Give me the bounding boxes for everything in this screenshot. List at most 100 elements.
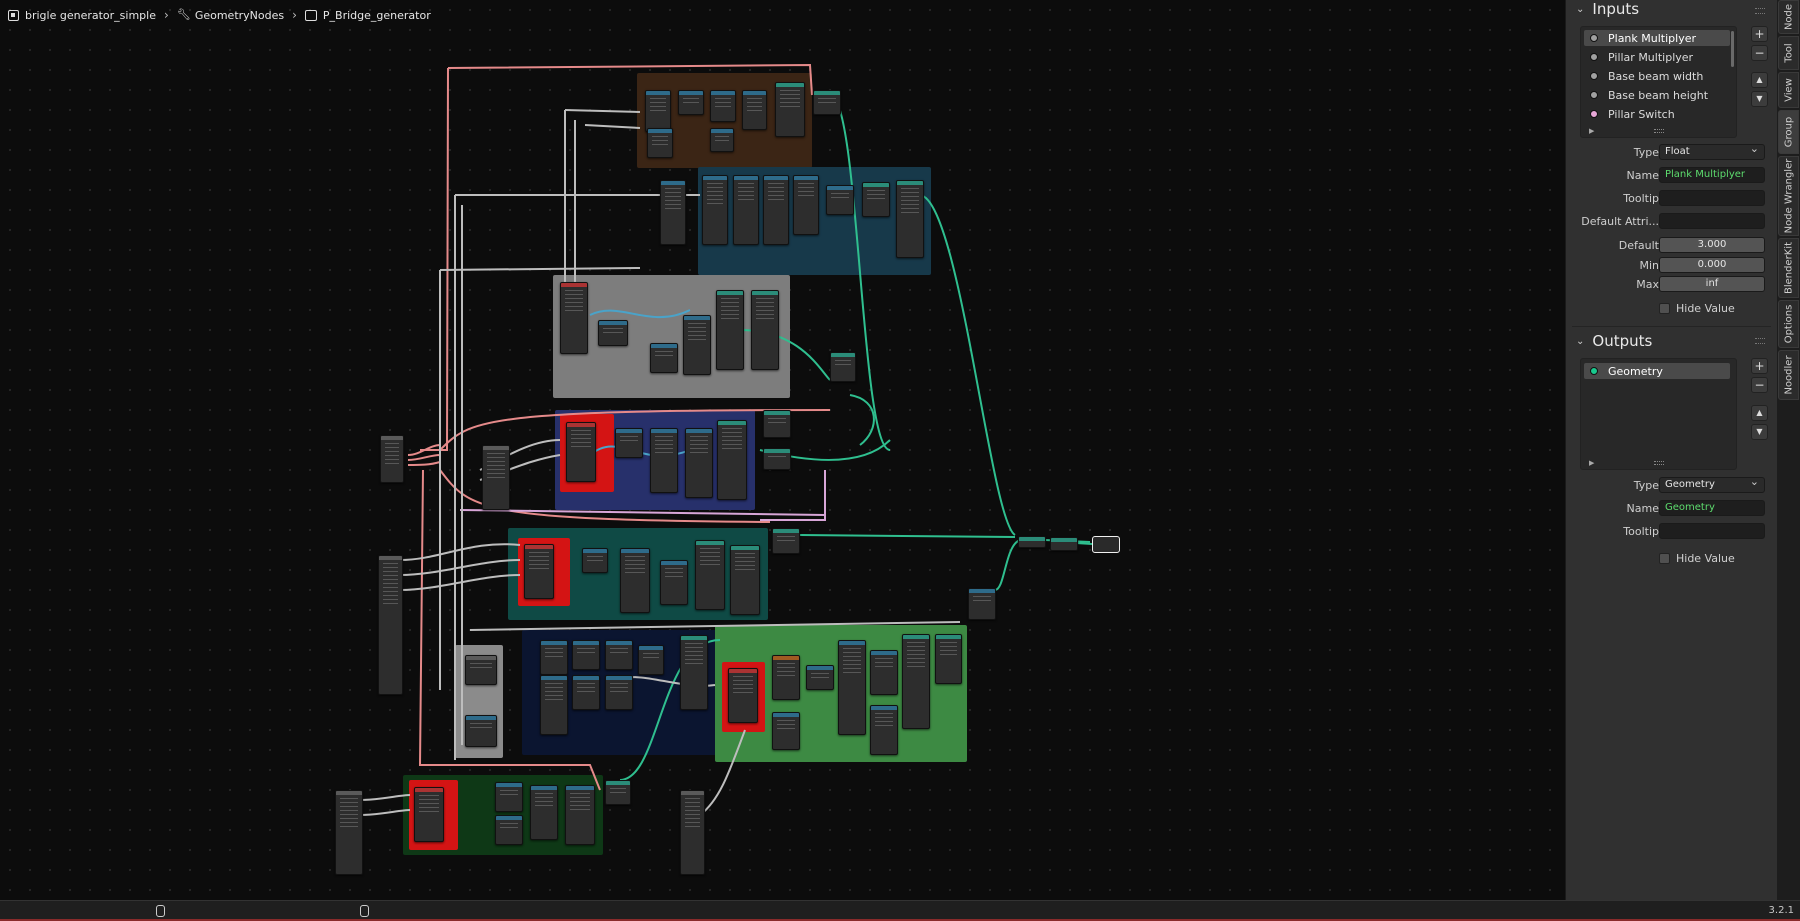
node-vp-6[interactable] [826, 185, 854, 215]
input-default-attr-field[interactable] [1659, 213, 1765, 229]
drag-grip-icon[interactable] [1755, 338, 1765, 344]
node-sp-4[interactable] [683, 315, 711, 375]
node-sp-1[interactable] [560, 282, 588, 354]
input-type-dropdown[interactable]: Float [1659, 142, 1765, 160]
node-vp-8[interactable] [896, 180, 924, 258]
node-pl-2[interactable] [495, 782, 523, 812]
node-sp-3[interactable] [650, 343, 678, 373]
node-ra-7[interactable] [763, 448, 791, 470]
node-editor-canvas[interactable]: brigle generator_simple › 🔧︎ GeometryNod… [0, 0, 1565, 900]
node-rp-1[interactable] [728, 668, 758, 723]
remove-output-button[interactable]: − [1751, 377, 1768, 393]
node-rp-5[interactable] [838, 640, 866, 735]
resize-grip-icon[interactable] [1653, 461, 1664, 465]
node-bp-1[interactable] [540, 640, 568, 675]
node-pl-5[interactable] [565, 785, 595, 845]
node-ra-3[interactable] [650, 428, 678, 493]
node-rp-3[interactable] [772, 712, 800, 750]
node-pl-out[interactable] [605, 780, 631, 805]
node-vp-3[interactable] [733, 175, 759, 245]
input-max-field[interactable]: inf [1659, 276, 1765, 292]
node-bb-6[interactable] [730, 545, 760, 615]
node-bb-4[interactable] [660, 560, 688, 605]
checkbox-box[interactable] [1659, 553, 1670, 564]
node-hb-4[interactable] [742, 90, 767, 130]
output-hide-value-checkbox[interactable]: Hide Value [1659, 552, 1735, 565]
group-output-node[interactable] [1092, 536, 1120, 553]
node-bp-5[interactable] [605, 640, 633, 670]
breadcrumb-modifier[interactable]: 🔧︎ GeometryNodes [177, 9, 284, 22]
node-hb-2[interactable] [678, 90, 704, 115]
output-item-0[interactable]: Geometry [1584, 363, 1730, 379]
node-bb-1[interactable] [524, 544, 554, 599]
node-ra-6[interactable] [763, 410, 791, 438]
inputs-list-scrollbar[interactable] [1731, 31, 1734, 67]
outputs-panel-header[interactable]: ⌄ Outputs [1576, 332, 1652, 350]
node-bb-2[interactable] [582, 548, 608, 573]
tab-options[interactable]: Options [1778, 300, 1799, 348]
input-item-2[interactable]: Base beam width [1584, 68, 1730, 84]
node-bp-4[interactable] [572, 675, 600, 710]
node-pl-3[interactable] [495, 815, 523, 845]
input-item-1[interactable]: Pillar Multiplyer [1584, 49, 1730, 65]
inputs-panel-header[interactable]: ⌄ Inputs [1576, 0, 1639, 18]
node-rp-out[interactable] [968, 588, 996, 620]
node-vp-4[interactable] [763, 175, 789, 245]
node-bb-5[interactable] [695, 540, 725, 610]
node-ra-2[interactable] [615, 428, 643, 458]
node-ra-5[interactable] [717, 420, 747, 500]
node-rl-2[interactable] [465, 715, 497, 747]
output-name-field[interactable]: Geometry [1659, 500, 1765, 516]
node-hb-1[interactable] [645, 90, 671, 132]
tab-blenderkit[interactable]: BlenderKit [1778, 238, 1799, 298]
group-input-node-3[interactable] [378, 555, 403, 695]
node-bp-6[interactable] [605, 675, 633, 710]
node-sp-out[interactable] [830, 352, 856, 382]
tab-node-wrangler[interactable]: Node Wrangler [1778, 156, 1799, 236]
resize-grip-icon[interactable] [1653, 129, 1664, 133]
node-ra-1[interactable] [566, 422, 596, 482]
output-type-dropdown[interactable]: Geometry [1659, 475, 1765, 493]
node-ra-4[interactable] [685, 428, 713, 498]
move-output-up-button[interactable]: ▲ [1751, 405, 1768, 421]
tab-node[interactable]: Node [1778, 0, 1799, 34]
input-item-0[interactable]: Plank Multiplyer [1584, 30, 1730, 46]
node-sp-6[interactable] [751, 290, 779, 370]
move-output-down-button[interactable]: ▼ [1751, 424, 1768, 440]
node-rp-8[interactable] [902, 634, 930, 729]
node-rp-7[interactable] [870, 705, 898, 755]
move-input-down-button[interactable]: ▼ [1751, 91, 1768, 107]
tab-tool[interactable]: Tool [1778, 36, 1799, 70]
remove-input-button[interactable]: − [1751, 45, 1768, 61]
node-sp-5[interactable] [716, 290, 744, 370]
output-tooltip-field[interactable] [1659, 523, 1765, 539]
input-min-field[interactable]: 0.000 [1659, 257, 1765, 273]
node-vp-7[interactable] [862, 182, 890, 217]
node-vp-1[interactable] [660, 180, 686, 245]
node-rp-4[interactable] [806, 665, 834, 690]
node-bp-8[interactable] [680, 635, 708, 710]
node-pl-1[interactable] [414, 787, 444, 842]
outputs-list[interactable]: Geometry ▶ [1580, 358, 1737, 470]
node-vp-5[interactable] [793, 175, 819, 235]
group-input-node-2[interactable] [482, 445, 510, 510]
node-rp-2[interactable] [772, 655, 800, 700]
input-item-3[interactable]: Base beam height [1584, 87, 1730, 103]
node-bp-3[interactable] [572, 640, 600, 670]
node-hb-3[interactable] [710, 90, 736, 122]
input-item-4[interactable]: Pillar Switch [1584, 106, 1730, 122]
checkbox-box[interactable] [1659, 303, 1670, 314]
node-hb-5[interactable] [775, 82, 805, 137]
input-hide-value-checkbox[interactable]: Hide Value [1659, 302, 1735, 315]
group-input-node-1[interactable] [380, 435, 404, 483]
node-bb-3[interactable] [620, 548, 650, 613]
node-bp-7[interactable] [638, 645, 664, 675]
frame-supports[interactable] [553, 275, 790, 398]
node-pl-4[interactable] [530, 785, 558, 840]
input-default-field[interactable]: 3.000 [1659, 237, 1765, 253]
node-rp-6[interactable] [870, 650, 898, 695]
move-input-up-button[interactable]: ▲ [1751, 72, 1768, 88]
realize-node[interactable] [1050, 537, 1078, 551]
node-hb-6[interactable] [647, 128, 673, 158]
group-input-node-4[interactable] [335, 790, 363, 875]
